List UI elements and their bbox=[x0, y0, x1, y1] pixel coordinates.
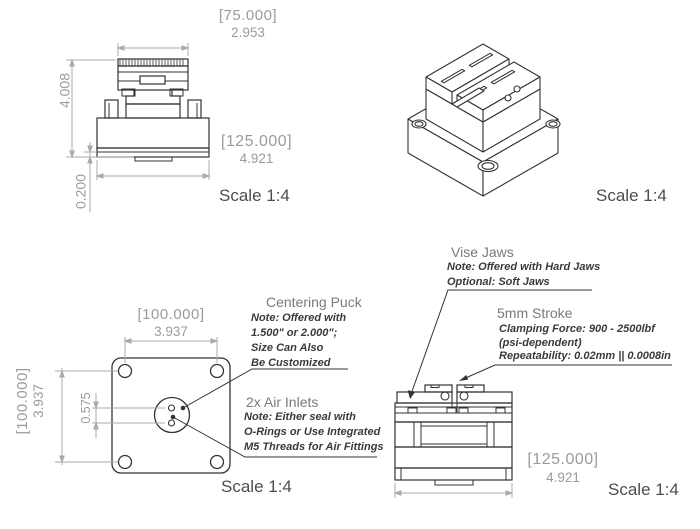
dim-value-mm: [75.000] bbox=[218, 7, 278, 24]
top-view-drawing bbox=[111, 357, 231, 474]
note-line: Repeatability: 0.02mm || 0.0008in bbox=[499, 350, 671, 362]
note-line: 1.500" or 2.000"; bbox=[251, 327, 338, 339]
note-line: Note: Offered with bbox=[251, 312, 347, 324]
annotation-centering-puck-title: Centering Puck bbox=[266, 294, 362, 310]
dim-front-lip: 0.200 bbox=[72, 173, 89, 210]
dim-top-hole-spacing-x: [100.000] 3.937 bbox=[131, 306, 211, 340]
note-line: Note: Either seal with bbox=[244, 411, 356, 423]
note-line: Be Customized bbox=[251, 357, 331, 369]
side-view-scale-label: Scale 1:4 bbox=[608, 480, 679, 499]
annotation-air-inlets-title: 2x Air Inlets bbox=[246, 394, 319, 410]
side-view-dimension-lines bbox=[393, 483, 514, 498]
annotation-vise-jaws-title: Vise Jaws bbox=[451, 244, 514, 260]
isometric-view-scale-label: Scale 1:4 bbox=[596, 186, 667, 205]
annotation-centering-puck-note: Note: Offered with 1.500" or 2.000"; Siz… bbox=[251, 311, 346, 371]
annotation-leader-lines bbox=[170, 289, 672, 458]
top-view-dimension-lines bbox=[55, 337, 219, 465]
dim-value-mm: [100.000] bbox=[14, 367, 31, 435]
front-view-dimension-lines bbox=[66, 43, 211, 212]
dim-top-hole-spacing-y: [100.000] 3.937 bbox=[14, 361, 47, 441]
dim-value-mm: [125.000] bbox=[220, 133, 293, 150]
dim-front-height: 4.008 bbox=[56, 72, 73, 109]
isometric-view-drawing bbox=[407, 43, 561, 197]
side-view-drawing bbox=[394, 384, 513, 486]
dim-front-top-width: [75.000] 2.953 bbox=[207, 7, 289, 41]
dim-value-in: 4.921 bbox=[239, 151, 274, 166]
front-view-scale-label: Scale 1:4 bbox=[219, 186, 290, 205]
dim-value-mm: [125.000] bbox=[527, 451, 599, 468]
note-line: Note: Offered with Hard Jaws bbox=[447, 261, 601, 273]
top-view-scale-label: Scale 1:4 bbox=[221, 477, 292, 496]
note-line: Clamping Force: 900 - 2500lbf bbox=[499, 323, 655, 335]
annotation-stroke-title: 5mm Stroke bbox=[497, 305, 573, 321]
dim-value-in: 3.937 bbox=[154, 324, 188, 339]
dim-front-base-width: [125.000] 4.921 bbox=[214, 133, 299, 167]
note-line: Size Can Also bbox=[251, 342, 324, 354]
dim-value-in: 4.921 bbox=[546, 470, 580, 485]
dim-value-mm: [100.000] bbox=[137, 306, 205, 323]
annotation-air-inlets-note: Note: Either seal with O-Rings or Use In… bbox=[244, 410, 384, 455]
dim-top-inlet-spacing: 0.575 bbox=[79, 392, 93, 424]
dim-value-in: 2.953 bbox=[231, 25, 265, 40]
dim-value-in: 3.937 bbox=[31, 384, 46, 418]
front-view-drawing bbox=[96, 58, 210, 162]
note-line: Optional: Soft Jaws bbox=[447, 275, 550, 288]
note-line: M5 Threads for Air Fittings bbox=[244, 441, 384, 453]
dim-side-base-width: [125.000] 4.921 bbox=[518, 450, 608, 486]
annotation-vise-jaws-note: Note: Offered with Hard Jaws Optional: S… bbox=[447, 260, 600, 289]
note-line: O-Rings or Use Integrated bbox=[244, 426, 381, 438]
annotation-stroke-note: Clamping Force: 900 - 2500lbf (psi-depen… bbox=[499, 323, 671, 364]
note-line: (psi-dependent) bbox=[499, 336, 582, 349]
